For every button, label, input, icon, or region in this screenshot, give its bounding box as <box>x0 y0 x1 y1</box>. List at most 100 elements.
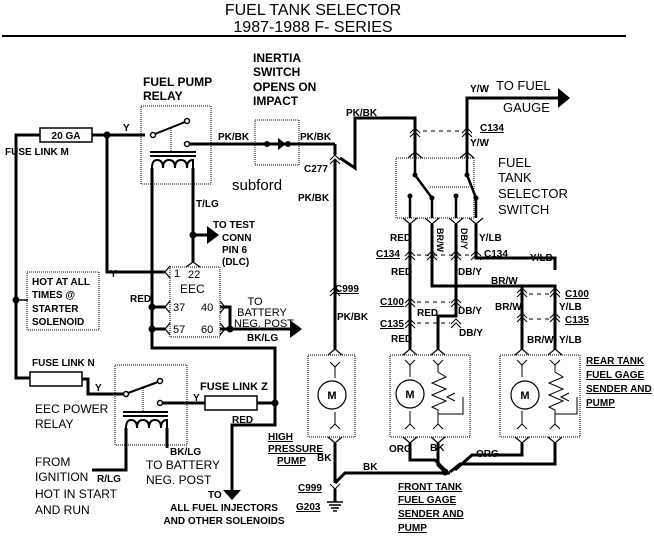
eec-power-relay-label: EEC POWER <box>35 402 109 416</box>
diagram-subtitle: 1987-1988 F- SERIES <box>233 19 392 36</box>
wire-label-pkbk-1: PK/BK <box>218 132 250 143</box>
injectors-label-2: ALL FUEL INJECTORS <box>170 503 278 514</box>
injectors-label-3: AND OTHER SOLENOIDS <box>163 516 284 527</box>
front-sender-resistor-icon <box>430 365 464 415</box>
hot-at-all-times-note <box>26 271 100 331</box>
high-pressure-pump <box>307 354 356 438</box>
front-tank-sender <box>389 354 471 438</box>
eec-pin-57: 57 <box>173 324 185 336</box>
wire-label-red-6: RED <box>391 334 412 345</box>
eec-pin-1: 1 <box>174 268 180 280</box>
wire-label-yw-1: Y/W <box>470 84 489 95</box>
wire-label-org-2: ORG <box>476 449 499 460</box>
motor-icon-rear: M <box>520 390 529 402</box>
eec-pin-40: 40 <box>201 302 213 314</box>
to-fuel-gauge-label: TO FUEL <box>496 78 551 93</box>
to-fuel-gauge-label-2: GAUGE <box>503 100 550 115</box>
inertia-switch-label-4: IMPACT <box>253 94 299 108</box>
diagram-title: FUEL TANK SELECTOR <box>225 2 401 19</box>
high-pressure-pump-label: HIGH <box>268 432 293 443</box>
hot-note-4: SOLENOID <box>32 317 84 328</box>
test-conn-label-2: CONN <box>222 233 251 244</box>
wire-label-y-2: Y <box>110 269 117 280</box>
wire-label-ylb-4: Y/LB <box>559 335 582 346</box>
selector-switch-label-2: TANK <box>498 170 532 185</box>
wire-label-brw-1: BR/W <box>435 228 445 252</box>
test-conn-label-4: (DLC) <box>222 257 249 268</box>
wire-label-pkbk-2: PK/BK <box>300 132 332 143</box>
selector-switch-label: FUEL <box>498 155 531 170</box>
wire-label-dby-1: DB/Y <box>459 228 469 250</box>
rear-tank-sender <box>499 354 581 438</box>
wire-label-bk-3: BK <box>430 443 445 454</box>
injectors-arrow <box>223 490 241 500</box>
battery-neg-label: TO <box>247 296 263 308</box>
wire-label-tlg: T/LG <box>196 199 219 210</box>
wire-label-rlg: R/LG <box>97 474 121 485</box>
fuel-tank-selector-switch <box>395 157 475 219</box>
connector-c135-2: C135 <box>565 315 589 326</box>
to-fuel-gauge-arrow <box>558 88 570 108</box>
from-ignition-label-4: AND RUN <box>35 503 90 517</box>
connector-c134-1: C134 <box>480 123 504 134</box>
ground-icon <box>327 501 343 512</box>
wire-label-y: Y <box>123 123 130 134</box>
wire-label-ylb-1: Y/LB <box>479 233 502 244</box>
fuse-link-m-rating: 20 GA <box>52 131 81 142</box>
selector-switch-contacts <box>408 158 478 218</box>
eec-pin-37: 37 <box>173 302 185 314</box>
wire-label-bklg-2: BK/LG <box>170 447 201 458</box>
wire-label-y-3: Y <box>95 383 102 394</box>
front-tank-label-3: SENDER AND <box>398 509 464 520</box>
motor-icon-front: M <box>405 389 414 401</box>
wire-label-dby-3: DB/Y <box>458 306 482 317</box>
wire-label-bklg-1: BK/LG <box>247 333 278 344</box>
eec-power-relay <box>114 364 188 446</box>
selector-switch-label-4: SWITCH <box>498 202 549 217</box>
injectors-label: TO <box>208 490 222 501</box>
front-tank-label-4: PUMP <box>398 523 427 534</box>
rear-tank-label-4: PUMP <box>586 398 615 409</box>
inertia-switch-label-2: SWITCH <box>253 65 300 79</box>
rear-tank-label-2: FUEL GAGE <box>586 370 644 381</box>
wire-label-red-5: RED <box>417 308 438 319</box>
switch-output-wires <box>408 224 557 350</box>
connector-c134-3: C134 <box>484 249 508 260</box>
front-tank-label-2: FUEL GAGE <box>398 495 456 506</box>
hot-note-2: TIMES @ <box>32 290 75 301</box>
connector-c135-1: C135 <box>380 319 404 330</box>
wire-label-org-1: ORG <box>389 444 412 455</box>
rear-tank-label-3: SENDER AND <box>586 384 652 395</box>
fuse-link-m-label: FUSE LINK M <box>5 147 69 158</box>
battery-neg-2-label-2: NEG. POST <box>146 473 212 487</box>
fuel-pump-relay-switch <box>149 117 196 169</box>
rear-sender-resistor-icon <box>547 365 578 415</box>
connector-c134-2: C134 <box>376 249 400 260</box>
fuel-pump-relay-label-2: RELAY <box>143 89 183 103</box>
connector-c277: C277 <box>304 164 328 175</box>
eec-label: EEC <box>180 282 205 296</box>
wire-label-dby-4: DB/Y <box>459 328 483 339</box>
wire-label-pkbk-3: PK/BK <box>298 193 330 204</box>
inertia-switch-label-3: OPENS ON <box>253 80 316 94</box>
inertia-switch-label: INERTIA <box>253 51 301 65</box>
wire-label-red-1: RED <box>130 294 151 305</box>
connector-c100-2: C100 <box>565 289 589 300</box>
connector-c999-2: C999 <box>298 483 322 494</box>
eec-pin-22: 22 <box>188 269 200 281</box>
wire-label-brw-3: BR/W <box>495 302 522 313</box>
wire-label-bk-1: BK <box>317 453 332 464</box>
battery-neg-label-3: NEG. POST <box>234 318 294 330</box>
battery-neg-label-2: BATTERY <box>237 307 287 319</box>
wire-label-pkbk-5: PK/BK <box>337 312 369 323</box>
watermark: subford <box>232 177 282 194</box>
eec-pin-60: 60 <box>201 324 213 336</box>
fuse-link-z <box>204 395 258 411</box>
wire-label-ylb-2: Y/LB <box>530 253 553 264</box>
wire-label-dby-2: DB/Y <box>458 267 482 278</box>
fuse-link-m <box>39 127 93 143</box>
motor-icon-hp: M <box>327 390 336 402</box>
wire-label-red-4: RED <box>391 267 412 278</box>
eec-power-relay-label-2: RELAY <box>35 417 73 431</box>
